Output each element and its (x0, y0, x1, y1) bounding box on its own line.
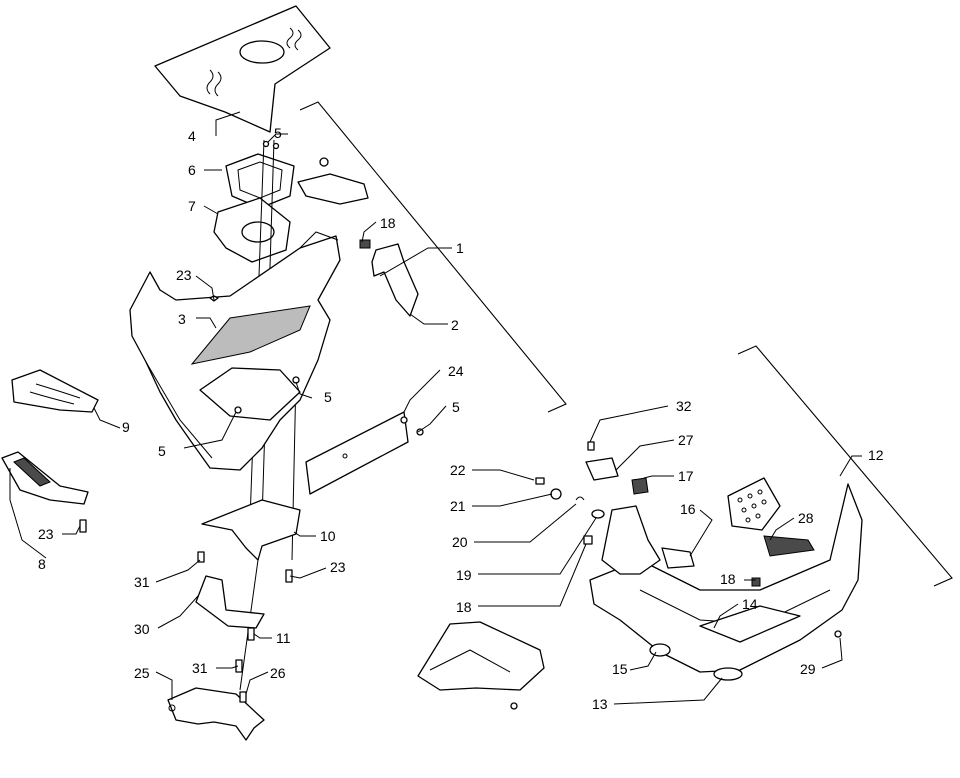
housing-part-12 (601, 505, 661, 575)
callout-label: 5 (452, 399, 460, 415)
grid-plate-part-28 (727, 477, 815, 557)
panel-part-24 (305, 411, 409, 495)
callout-label: 15 (612, 661, 628, 677)
callout-label: 7 (188, 198, 196, 214)
callout-label: 18 (720, 571, 736, 587)
callout-label: 3 (178, 311, 186, 327)
callout-label: 10 (320, 528, 336, 544)
callout-label: 26 (270, 665, 286, 681)
callout-label: 25 (134, 665, 150, 681)
cover-part-25 (167, 687, 265, 741)
callout-label: 5 (274, 125, 282, 141)
plate-part-14 (699, 605, 801, 643)
callout-label: 17 (678, 468, 694, 484)
callout-label: 5 (158, 443, 166, 459)
callout-label: 27 (678, 432, 694, 448)
callout-label: 31 (134, 574, 150, 590)
knob-part-27 (585, 457, 649, 495)
callout-label: 20 (452, 534, 468, 550)
callout-label: 24 (448, 363, 464, 379)
callout-label: 19 (456, 567, 472, 583)
callout-label: 22 (450, 462, 466, 478)
callout-label: 8 (38, 556, 46, 572)
housing-part-3 (129, 173, 369, 471)
callout-label: 30 (134, 621, 150, 637)
fasteners-right (510, 441, 842, 710)
callout-label: 18 (456, 599, 472, 615)
callout-labels: 1 2 3 4 5 5 5 5 6 7 8 9 10 11 12 13 14 1… (38, 125, 884, 712)
callout-label: 9 (122, 419, 130, 435)
lower-bracket (417, 621, 545, 691)
assembly-bracket-1 (299, 101, 567, 413)
mat-part-4 (154, 5, 331, 133)
guard-part-8 (1, 451, 89, 505)
callout-label: 23 (38, 526, 54, 542)
cap-part-15 (649, 643, 671, 657)
callout-label: 29 (800, 661, 816, 677)
callout-label: 6 (188, 162, 196, 178)
callout-label: 1 (456, 240, 464, 256)
callout-label: 13 (592, 696, 608, 712)
callout-label: 28 (798, 510, 814, 526)
handle-part-2 (371, 243, 419, 317)
plate-part-7 (213, 197, 291, 263)
pad-part-9 (11, 369, 99, 413)
callout-label: 18 (380, 215, 396, 231)
callout-label: 31 (192, 660, 208, 676)
gasket-part-6 (225, 153, 295, 209)
callout-label: 11 (276, 630, 291, 646)
callout-label: 2 (451, 317, 459, 333)
callout-label: 12 (868, 447, 884, 463)
callout-label: 23 (330, 559, 346, 575)
callout-label: 23 (176, 267, 192, 283)
bumper-part-13 (589, 483, 863, 681)
callout-label: 16 (680, 501, 696, 517)
callout-label: 32 (676, 398, 692, 414)
light-part-16 (661, 547, 695, 569)
callout-label: 4 (188, 128, 196, 144)
callout-label: 5 (324, 389, 332, 405)
leader-lines (9, 111, 862, 705)
bracket-part-30 (195, 575, 265, 629)
callout-label: 14 (742, 596, 758, 612)
skid-plate-part-10 (201, 499, 301, 561)
assembly-bracket-12 (737, 345, 953, 587)
callout-label: 21 (450, 498, 466, 514)
